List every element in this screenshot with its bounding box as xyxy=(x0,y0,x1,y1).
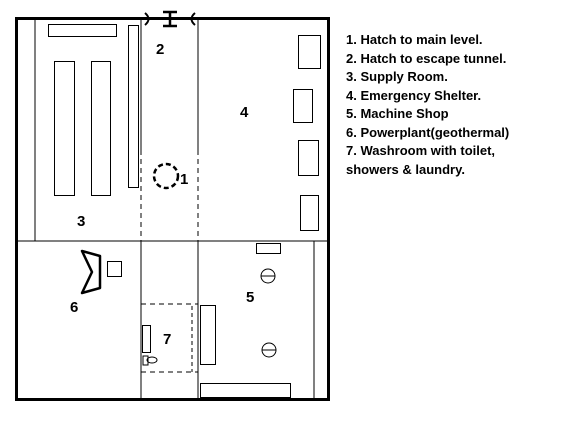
legend-item-7-continued: showers & laundry. xyxy=(346,161,465,177)
shelf-top xyxy=(48,24,117,37)
room-number-7: 7 xyxy=(163,331,171,348)
shelf-middle xyxy=(91,61,111,196)
room-number-2: 2 xyxy=(156,41,164,58)
toilet-icon xyxy=(142,355,158,366)
legend-item-4: 4. Emergency Shelter. xyxy=(346,87,482,103)
room-number-4: 4 xyxy=(240,104,249,121)
room-number-3: 3 xyxy=(77,213,85,230)
workbench-small xyxy=(256,243,281,254)
workbench-bottom xyxy=(200,383,291,398)
generator-icon xyxy=(80,249,122,295)
legend-item-1: 1. Hatch to main level. xyxy=(346,32,483,47)
legend-item-6: 6. Powerplant(geothermal) xyxy=(346,124,510,140)
shelf-right xyxy=(128,25,139,188)
room-number-6: 6 xyxy=(70,299,78,316)
legend-item-3: 3. Supply Room. xyxy=(346,69,448,84)
legend: 1. Hatch to main level. 2. Hatch to esca… xyxy=(346,31,560,179)
legend-item-5: 5. Machine Shop xyxy=(346,106,449,121)
legend-item-2: 2. Hatch to escape tunnel. xyxy=(346,50,507,66)
bunk-4 xyxy=(300,195,319,231)
machine-1-icon xyxy=(260,268,276,284)
workbench-vertical xyxy=(200,305,216,365)
bunk-1 xyxy=(298,35,321,69)
shelf-left xyxy=(54,61,75,196)
hatch-main-level xyxy=(152,162,180,190)
outer-wall xyxy=(15,17,330,401)
bunk-2 xyxy=(293,89,313,123)
washroom xyxy=(141,303,198,373)
shower-stall xyxy=(142,325,151,353)
bunk-3 xyxy=(298,140,319,176)
hatch-escape-tunnel-icon xyxy=(144,10,211,28)
legend-item-7: 7. Washroom with toilet, xyxy=(346,143,496,158)
machine-2-icon xyxy=(261,342,277,358)
room-number-1: 1 xyxy=(180,171,188,188)
room-number-5: 5 xyxy=(246,289,254,306)
